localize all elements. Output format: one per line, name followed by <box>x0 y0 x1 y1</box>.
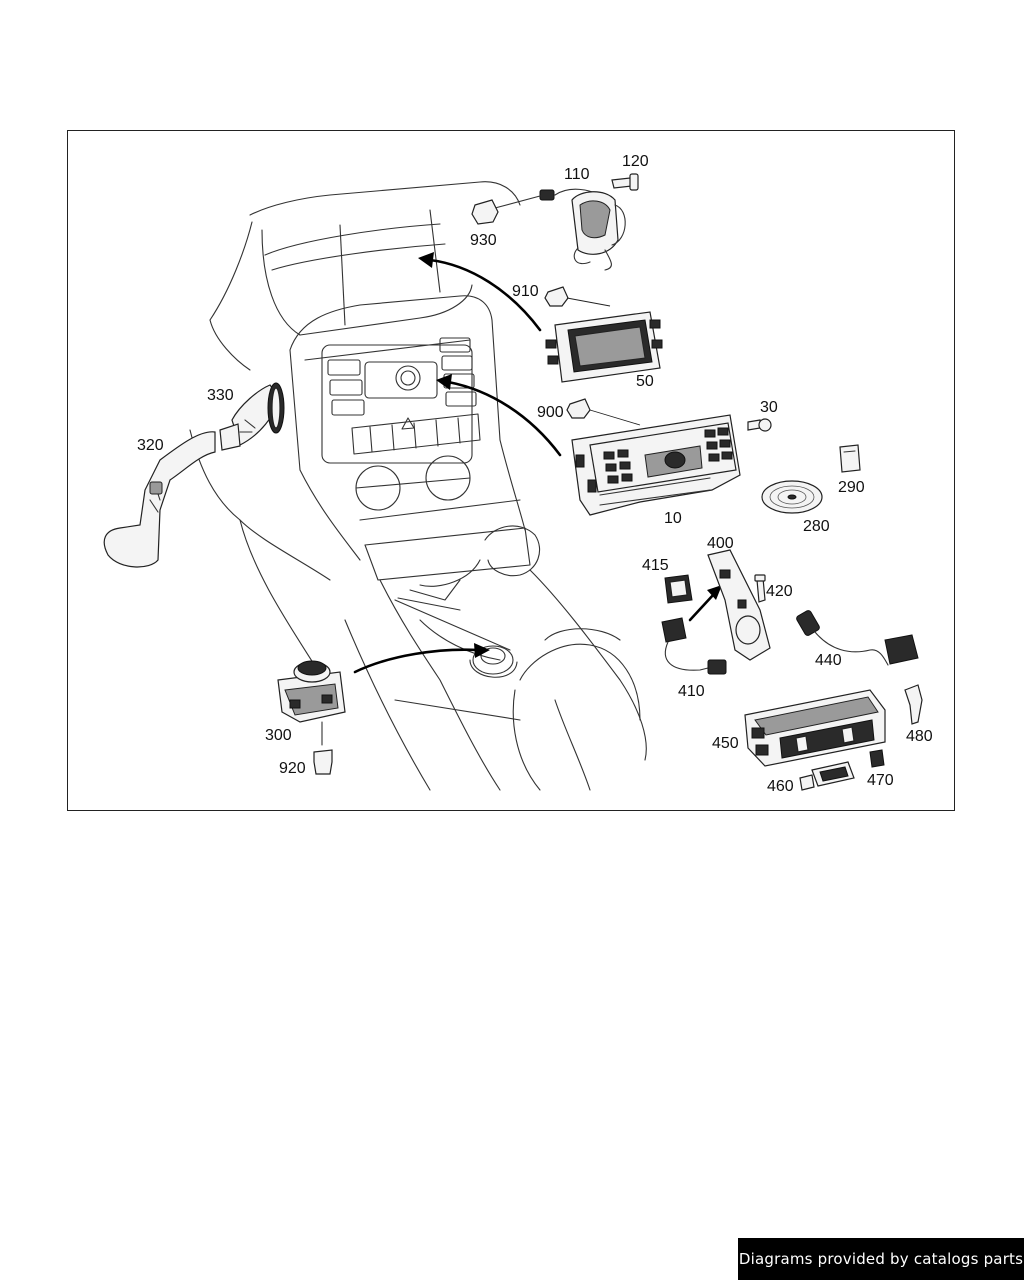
part-910-clip <box>544 286 611 307</box>
label-910: 910 <box>512 283 539 300</box>
assembly-arrows <box>353 252 722 674</box>
label-50: 50 <box>636 373 654 390</box>
label-460: 460 <box>767 778 794 795</box>
part-290-sd-card <box>839 444 861 473</box>
part-930-clip <box>471 199 499 225</box>
head-unit-buttons <box>603 427 733 484</box>
arrow-head <box>418 252 434 268</box>
label-10: 10 <box>664 510 682 527</box>
label-280: 280 <box>803 518 830 535</box>
part-120-screw <box>611 173 639 191</box>
label-930: 930 <box>470 232 497 249</box>
label-470: 470 <box>867 772 894 789</box>
label-120: 120 <box>622 153 649 170</box>
label-415: 415 <box>642 557 669 574</box>
arrow-head <box>436 374 452 390</box>
part-415-switch <box>664 574 693 604</box>
label-420: 420 <box>766 583 793 600</box>
part-460-connector <box>799 761 855 791</box>
part-470-connector <box>869 749 885 768</box>
diagram-frame <box>67 130 955 811</box>
arrow-head <box>707 585 722 600</box>
part-300-rotary-controller <box>277 660 346 746</box>
label-410: 410 <box>678 683 705 700</box>
part-30-screw <box>747 418 772 432</box>
label-920: 920 <box>279 760 306 777</box>
label-320: 320 <box>137 437 164 454</box>
dashboard-drawing <box>189 181 647 791</box>
part-440-usb-cable <box>796 610 919 666</box>
label-30: 30 <box>760 399 778 416</box>
part-labels: 110 120 930 910 50 330 320 900 30 290 10… <box>137 153 933 795</box>
part-330-duct-end <box>219 382 285 451</box>
arrow-head <box>474 643 490 658</box>
label-290: 290 <box>838 479 865 496</box>
part-900-clip <box>566 398 641 426</box>
part-400-bracket <box>707 549 771 661</box>
part-420-screw <box>754 574 766 603</box>
part-410-cable <box>661 617 727 675</box>
label-440: 440 <box>815 652 842 669</box>
part-450-media-interface <box>744 689 886 767</box>
part-480-bracket <box>904 684 923 725</box>
part-320-duct <box>103 431 216 568</box>
part-920-clip <box>313 749 333 775</box>
label-900: 900 <box>537 404 564 421</box>
part-280-disc <box>761 480 823 514</box>
label-110: 110 <box>564 166 590 183</box>
label-300: 300 <box>265 727 292 744</box>
label-400: 400 <box>707 535 734 552</box>
label-480: 480 <box>906 728 933 745</box>
part-110-cable-module <box>494 188 626 271</box>
credit-badge: Diagrams provided by catalogs parts <box>738 1238 1024 1280</box>
part-10-head-unit <box>571 414 741 516</box>
label-450: 450 <box>712 735 739 752</box>
label-330: 330 <box>207 387 234 404</box>
part-50-display-unit <box>545 311 663 383</box>
